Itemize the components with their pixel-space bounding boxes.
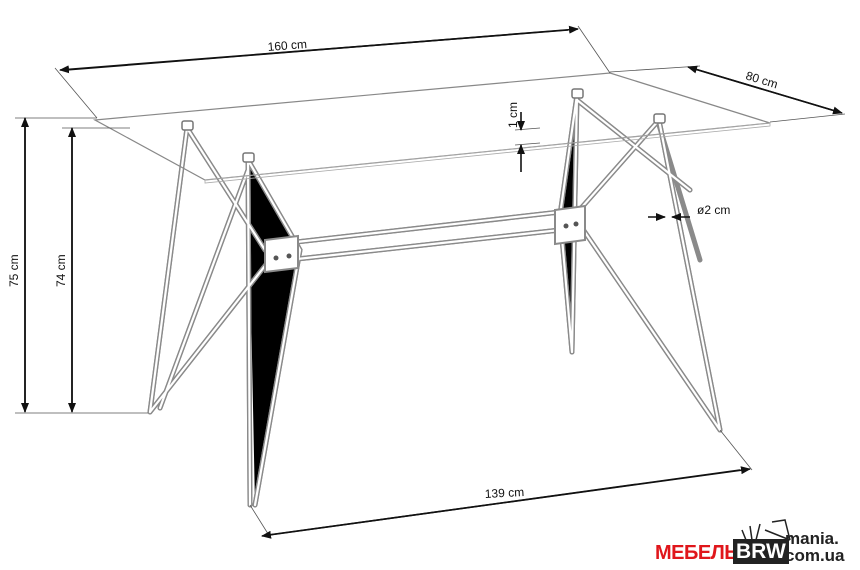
logo-text-mebel: МЕБЕЛЬ <box>655 542 739 564</box>
width-label: 80 cm <box>744 68 779 91</box>
brw-mania-logo: МЕБЕЛЬ BRW mania. com.ua <box>655 520 855 568</box>
table-legs <box>147 88 723 508</box>
bracket-plate-right <box>554 204 586 246</box>
logo-chair-icon <box>741 519 791 541</box>
leg-caps <box>181 88 666 163</box>
bracket-plate-left <box>264 234 299 274</box>
logo-text-brw: BRW <box>733 539 789 564</box>
thickness-label: 1 cm <box>506 102 520 128</box>
leg-height-label: 74 cm <box>54 254 68 287</box>
logo-text-mania: mania. <box>785 529 839 548</box>
total-height-label: 75 cm <box>7 254 21 287</box>
leg-span-label: 139 cm <box>484 485 524 501</box>
length-label: 160 cm <box>267 37 307 54</box>
extension-lines <box>15 25 846 538</box>
dimension-arrows <box>21 25 843 539</box>
logo-text-domain: com.ua <box>785 546 845 565</box>
leg-diameter-label: ø2 cm <box>697 203 730 217</box>
